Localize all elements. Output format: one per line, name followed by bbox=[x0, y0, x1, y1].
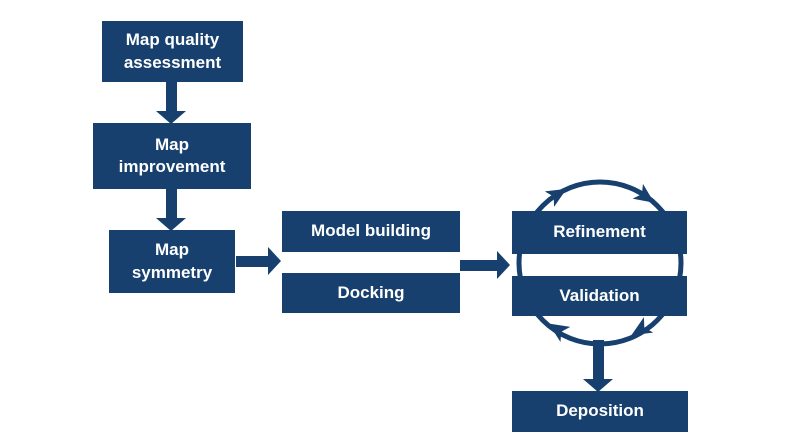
cycle-arrowhead-bottom-right bbox=[631, 317, 654, 336]
node-model-building: Model building bbox=[282, 211, 460, 252]
arrow-symmetry-to-building-stem bbox=[236, 255, 269, 267]
arrow-improvement-to-symmetry-head bbox=[156, 218, 186, 231]
node-map-improvement: Map improvement bbox=[93, 123, 251, 189]
arrow-improvement-to-symmetry-stem bbox=[165, 189, 177, 219]
arrow-cycle-to-deposition-head bbox=[583, 379, 613, 392]
arrow-cycle-to-deposition-stem bbox=[592, 340, 604, 380]
arrow-quality-to-improvement-stem bbox=[165, 82, 177, 112]
cycle-arrowhead-top-left bbox=[544, 188, 567, 207]
node-map-symmetry: Map symmetry bbox=[109, 230, 235, 293]
node-docking: Docking bbox=[282, 273, 460, 313]
cycle-arrowhead-bottom-left bbox=[548, 323, 571, 342]
node-map-quality-assessment: Map quality assessment bbox=[102, 21, 243, 82]
arrow-building-to-refinement-head bbox=[497, 251, 510, 279]
refinement-validation-cycle-icon bbox=[516, 179, 684, 347]
arrow-quality-to-improvement-head bbox=[156, 111, 186, 124]
node-deposition: Deposition bbox=[512, 391, 688, 432]
node-validation: Validation bbox=[512, 276, 687, 316]
node-refinement: Refinement bbox=[512, 211, 687, 254]
cycle-circle bbox=[516, 179, 684, 347]
arrow-building-to-refinement-stem bbox=[460, 259, 498, 271]
arrow-symmetry-to-building-head bbox=[268, 247, 281, 275]
cycle-arrowhead-top-right bbox=[632, 183, 655, 203]
